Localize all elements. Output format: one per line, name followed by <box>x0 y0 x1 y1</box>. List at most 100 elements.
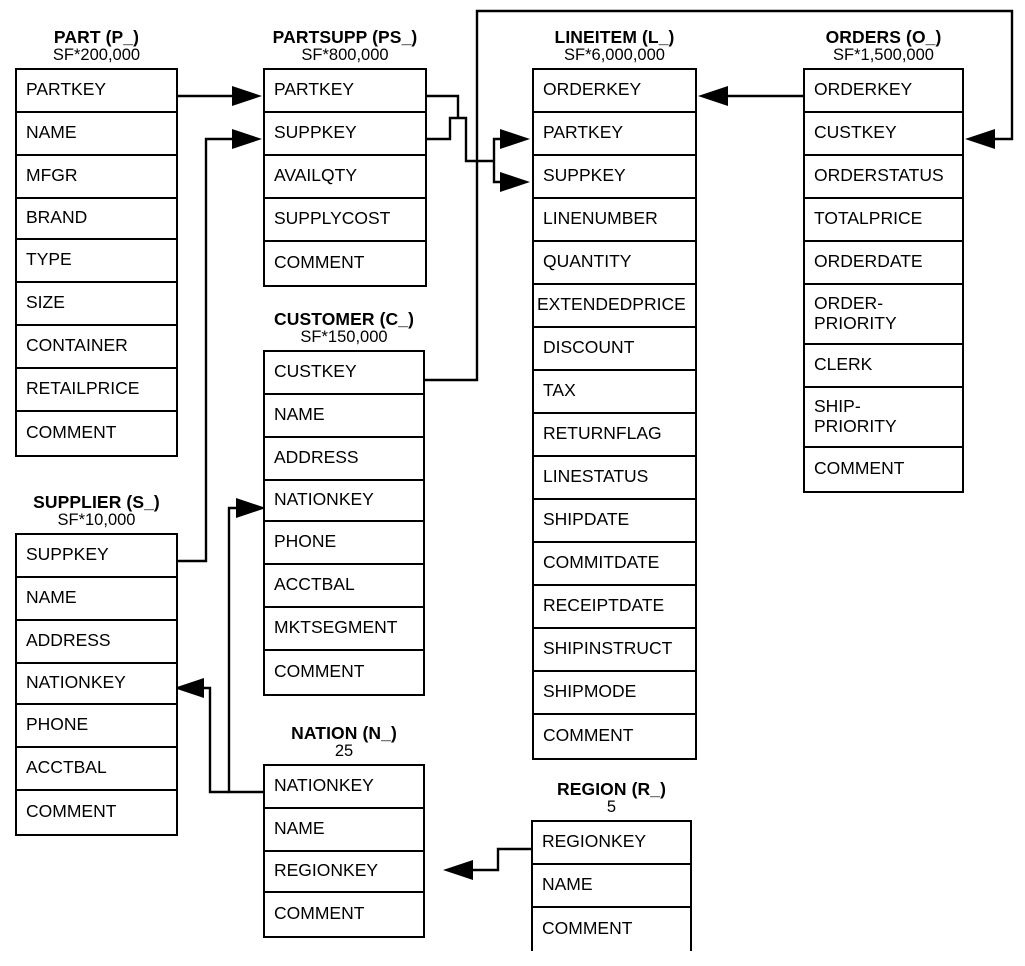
field-lineitem-commitdate[interactable]: COMMITDATE <box>534 543 695 586</box>
entity-partsupp-box: PARTKEY SUPPKEY AVAILQTY SUPPLYCOST COMM… <box>263 67 427 287</box>
field-orders-orderkey[interactable]: ORDERKEY <box>805 70 962 113</box>
field-part-partkey[interactable]: PARTKEY <box>17 70 176 113</box>
entity-partsupp-caption: PARTSUPP (PS_) SF*800,000 <box>263 28 427 65</box>
entity-region: REGION (R_) 5 REGIONKEY NAME COMMENT <box>531 780 692 951</box>
field-orders-custkey[interactable]: CUSTKEY <box>805 113 962 156</box>
entity-part-title: PART (P_) <box>53 27 140 47</box>
field-customer-mktsegment[interactable]: MKTSEGMENT <box>265 608 423 651</box>
field-lineitem-shipinstruct[interactable]: SHIPINSTRUCT <box>534 629 695 672</box>
field-customer-comment[interactable]: COMMENT <box>274 661 365 682</box>
field-part-name[interactable]: NAME <box>17 113 176 156</box>
field-lineitem-suppkey[interactable]: SUPPKEY <box>534 156 695 199</box>
connector-region-regionkey-to-nation-regionkey <box>443 847 531 880</box>
field-part-type[interactable]: TYPE <box>17 240 176 283</box>
field-nation-name[interactable]: NAME <box>265 809 423 852</box>
field-partsupp-partkey[interactable]: PARTKEY <box>265 70 425 113</box>
entity-region-box: REGIONKEY NAME COMMENT <box>531 819 692 951</box>
connector-nation-nationkey-to-customer-nationkey <box>227 498 266 794</box>
field-lineitem-tax[interactable]: TAX <box>534 371 695 414</box>
entity-orders-caption: ORDERS (O_) SF*1,500,000 <box>803 28 964 65</box>
field-part-brand[interactable]: BRAND <box>17 199 176 240</box>
field-supplier-acctbal[interactable]: ACCTBAL <box>17 748 176 791</box>
entity-supplier-caption: SUPPLIER (S_) SF*10,000 <box>15 493 178 530</box>
entity-customer-box: CUSTKEY NAME ADDRESS NATIONKEY PHONE ACC… <box>263 349 425 696</box>
field-customer-name[interactable]: NAME <box>265 395 423 438</box>
field-part-comment[interactable]: COMMENT <box>26 422 117 443</box>
entity-orders-cardinality: SF*1,500,000 <box>833 46 934 65</box>
field-orders-orderpriority-line2: PRIORITY <box>814 312 897 333</box>
field-lineitem-shipmode[interactable]: SHIPMODE <box>534 672 695 715</box>
field-region-regionkey[interactable]: REGIONKEY <box>533 822 690 865</box>
field-lineitem-discount[interactable]: DISCOUNT <box>534 328 695 371</box>
entity-part-caption: PART (P_) SF*200,000 <box>15 28 178 65</box>
field-lineitem-comment[interactable]: COMMENT <box>543 725 634 746</box>
entity-partsupp-cardinality: SF*800,000 <box>301 46 389 65</box>
connector-nation-nationkey-to-supplier-nationkey <box>174 678 229 794</box>
entity-part: PART (P_) SF*200,000 PARTKEY NAME MFGR B… <box>15 28 178 457</box>
entity-supplier-box: SUPPKEY NAME ADDRESS NATIONKEY PHONE ACC… <box>15 532 178 836</box>
connector-partsupp-keys-to-lineitem-keys <box>427 94 530 192</box>
field-lineitem-orderkey[interactable]: ORDERKEY <box>534 70 695 113</box>
field-orders-clerk[interactable]: CLERK <box>805 345 962 388</box>
entity-nation-caption: NATION (N_) 25 <box>263 724 425 761</box>
field-part-retailprice[interactable]: RETAILPRICE <box>17 369 176 412</box>
entity-nation-box: NATIONKEY NAME REGIONKEY COMMENT <box>263 763 425 938</box>
field-region-comment[interactable]: COMMENT <box>542 918 633 939</box>
field-nation-nationkey[interactable]: NATIONKEY <box>265 766 423 809</box>
field-orders-shippriority-line1: SHIP- <box>814 396 861 417</box>
entity-orders-title: ORDERS (O_) <box>825 27 942 47</box>
field-lineitem-shipdate[interactable]: SHIPDATE <box>534 500 695 543</box>
connector-supplier-suppkey-to-partsupp-suppkey <box>178 129 262 563</box>
field-orders-orderdate[interactable]: ORDERDATE <box>805 242 962 285</box>
field-supplier-comment[interactable]: COMMENT <box>26 801 117 822</box>
field-lineitem-receiptdate[interactable]: RECEIPTDATE <box>534 586 695 629</box>
field-customer-phone[interactable]: PHONE <box>265 522 423 565</box>
field-customer-custkey[interactable]: CUSTKEY <box>265 352 423 395</box>
field-customer-acctbal[interactable]: ACCTBAL <box>265 565 423 608</box>
field-orders-orderstatus[interactable]: ORDERSTATUS <box>805 156 962 199</box>
entity-customer: CUSTOMER (C_) SF*150,000 CUSTKEY NAME AD… <box>263 310 425 696</box>
field-lineitem-extendedprice[interactable]: EXTENDEDPRICE <box>534 285 695 328</box>
field-supplier-nationkey[interactable]: NATIONKEY <box>17 664 176 705</box>
field-lineitem-linestatus[interactable]: LINESTATUS <box>534 457 695 500</box>
field-lineitem-quantity[interactable]: QUANTITY <box>534 242 695 285</box>
field-supplier-suppkey[interactable]: SUPPKEY <box>17 535 176 578</box>
entity-supplier: SUPPLIER (S_) SF*10,000 SUPPKEY NAME ADD… <box>15 493 178 836</box>
field-supplier-address[interactable]: ADDRESS <box>17 621 176 664</box>
field-customer-nationkey[interactable]: NATIONKEY <box>265 481 423 522</box>
field-orders-orderpriority[interactable]: ORDER- PRIORITY <box>805 285 962 345</box>
field-nation-comment[interactable]: COMMENT <box>274 903 365 924</box>
entity-region-title: REGION (R_) <box>556 779 667 799</box>
entity-part-box: PARTKEY NAME MFGR BRAND TYPE SIZE CONTAI… <box>15 67 178 457</box>
field-orders-comment[interactable]: COMMENT <box>814 458 905 479</box>
field-lineitem-partkey[interactable]: PARTKEY <box>534 113 695 156</box>
entity-nation-title: NATION (N_) <box>291 723 397 743</box>
entity-part-cardinality: SF*200,000 <box>52 46 141 65</box>
field-lineitem-returnflag[interactable]: RETURNFLAG <box>534 414 695 457</box>
entity-customer-cardinality: SF*150,000 <box>300 328 388 347</box>
entity-customer-caption: CUSTOMER (C_) SF*150,000 <box>263 310 425 347</box>
field-partsupp-suppkey[interactable]: SUPPKEY <box>265 113 425 156</box>
field-region-name[interactable]: NAME <box>533 865 690 908</box>
entity-supplier-title: SUPPLIER (S_) <box>33 492 160 512</box>
field-part-mfgr[interactable]: MFGR <box>17 156 176 199</box>
field-partsupp-supplycost[interactable]: SUPPLYCOST <box>265 199 425 242</box>
field-part-size[interactable]: SIZE <box>17 283 176 326</box>
field-supplier-name[interactable]: NAME <box>17 578 176 621</box>
field-partsupp-availqty[interactable]: AVAILQTY <box>265 156 425 199</box>
field-partsupp-comment[interactable]: COMMENT <box>274 252 365 273</box>
entity-region-cardinality: 5 <box>606 798 617 817</box>
field-orders-shippriority[interactable]: SHIP- PRIORITY <box>805 388 962 448</box>
field-customer-address[interactable]: ADDRESS <box>265 438 423 481</box>
entity-lineitem: LINEITEM (L_) SF*6,000,000 ORDERKEY PART… <box>532 28 697 760</box>
connector-part-partkey-to-partsupp-partkey <box>178 86 262 106</box>
field-part-container[interactable]: CONTAINER <box>17 326 176 369</box>
field-nation-regionkey[interactable]: REGIONKEY <box>265 852 423 893</box>
entity-partsupp-title: PARTSUPP (PS_) <box>272 27 418 47</box>
field-supplier-phone[interactable]: PHONE <box>17 705 176 748</box>
entity-lineitem-cardinality: SF*6,000,000 <box>564 46 665 65</box>
entity-supplier-cardinality: SF*10,000 <box>57 511 136 530</box>
field-lineitem-linenumber[interactable]: LINENUMBER <box>534 199 695 242</box>
field-orders-totalprice[interactable]: TOTALPRICE <box>805 199 962 242</box>
